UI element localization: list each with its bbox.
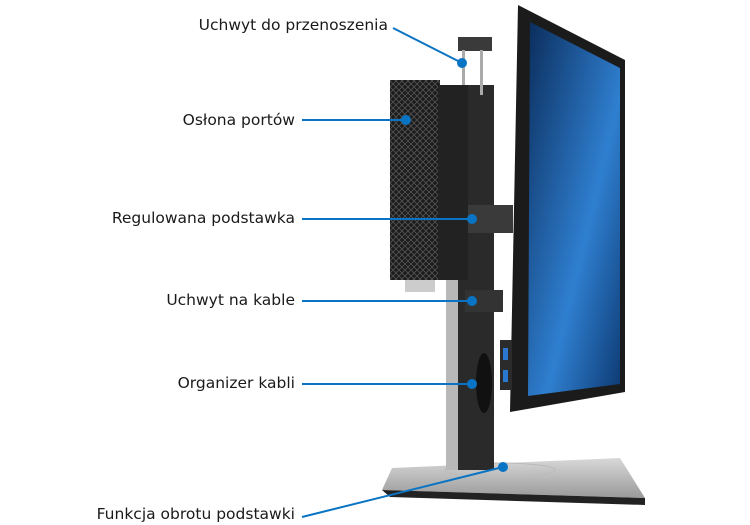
carry-handle-shape <box>458 37 492 95</box>
callout-dot-adjustable-stand <box>467 214 477 224</box>
callout-line-carry-handle <box>392 27 463 64</box>
label-swivel-base: Funkcja obrotu podstawki <box>96 505 295 523</box>
label-cable-holder: Uchwyt na kable <box>166 291 295 309</box>
label-cable-organizer: Organizer kabli <box>177 374 295 392</box>
callout-line-swivel-base <box>301 466 504 518</box>
callout-dot-carry-handle <box>457 58 467 68</box>
callout-dot-swivel-base <box>498 462 508 472</box>
callout-dot-cable-organizer <box>467 379 477 389</box>
label-port-cover: Osłona portów <box>182 111 295 129</box>
monitor <box>500 5 625 412</box>
callout-dot-port-cover <box>401 115 411 125</box>
label-carry-handle: Uchwyt do przenoszenia <box>198 16 388 34</box>
callout-dot-cable-holder <box>467 296 477 306</box>
stand-base <box>382 458 645 505</box>
stand-pole <box>446 85 513 470</box>
label-adjustable-stand: Regulowana podstawka <box>111 209 295 227</box>
mini-pc <box>390 80 468 292</box>
